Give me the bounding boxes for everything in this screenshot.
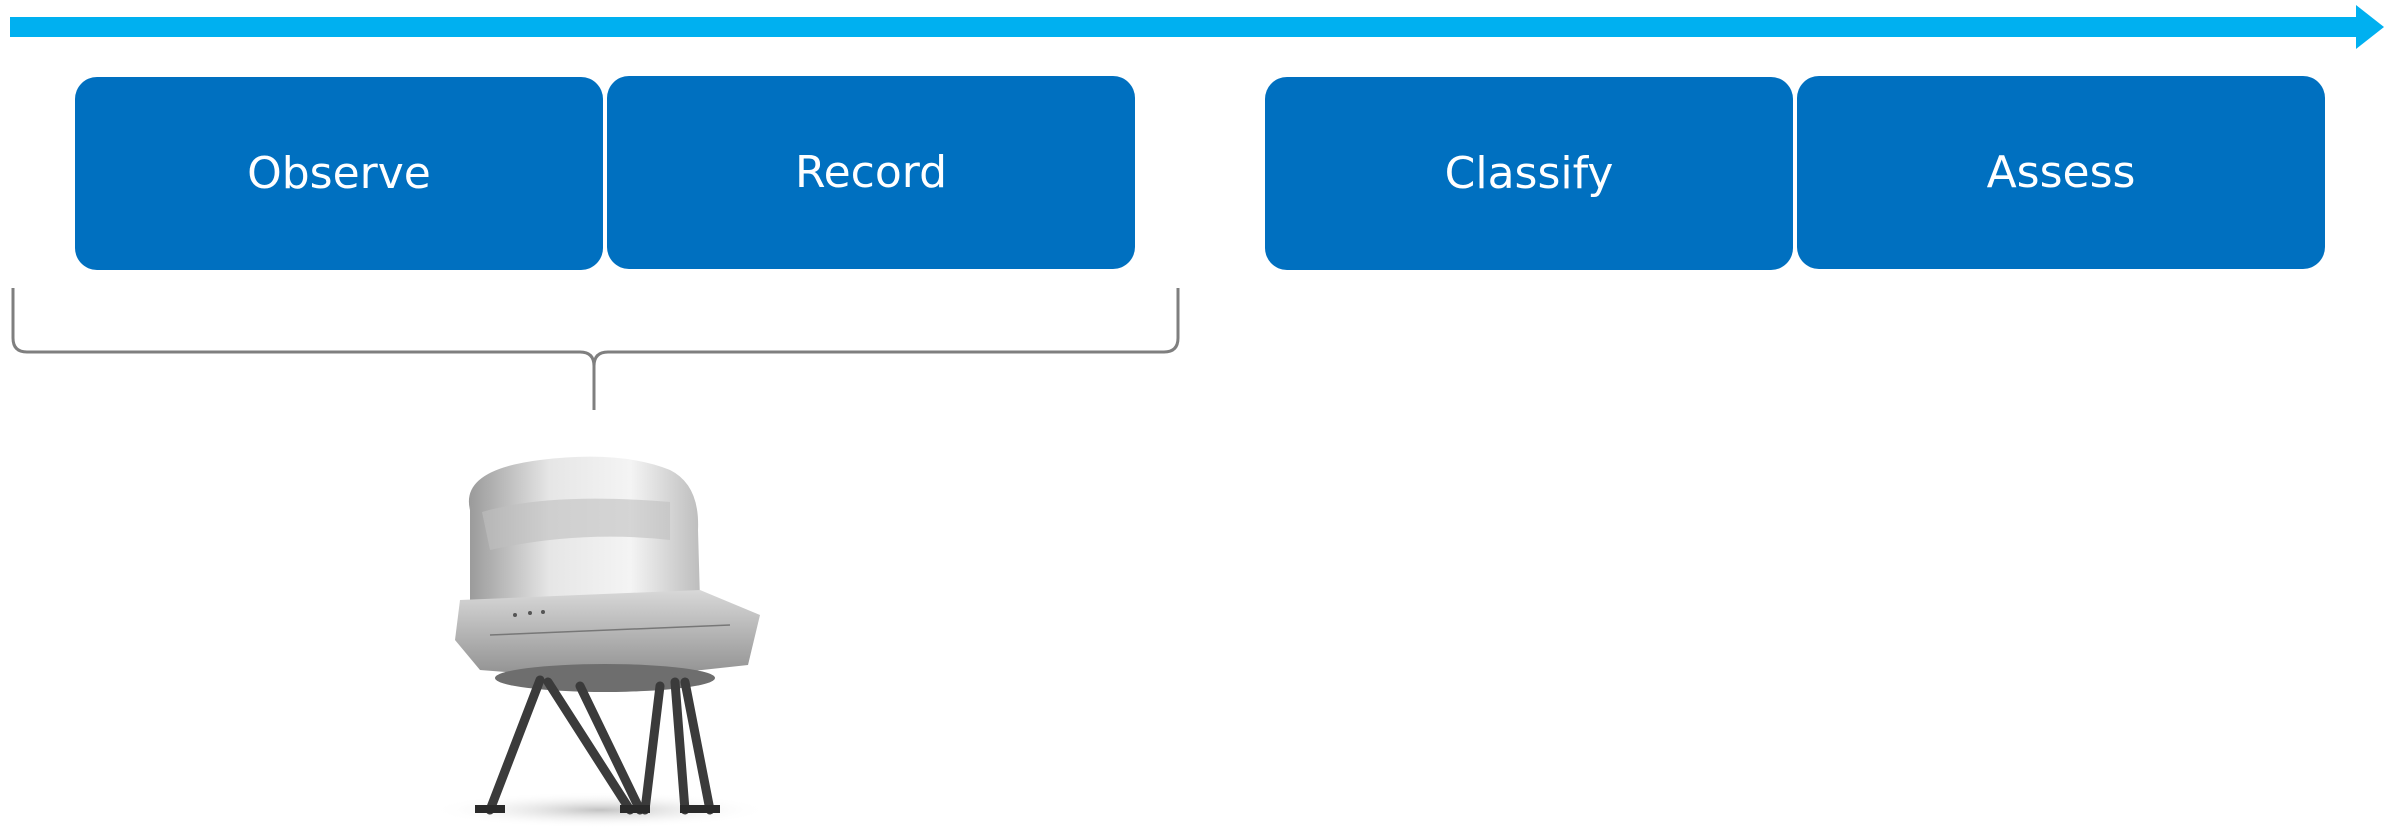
stage-classify-label: Classify	[1444, 148, 1614, 199]
stage-assess: Assess	[1797, 76, 2325, 269]
stage-record: Record	[607, 76, 1135, 269]
stage-record-label: Record	[794, 147, 948, 198]
stage-assess-label: Assess	[1986, 147, 2136, 198]
stage-observe-label: Observe	[247, 148, 431, 199]
stage-observe: Observe	[75, 77, 603, 270]
timeline-arrow	[10, 5, 2384, 49]
flight-simulator-icon	[430, 456, 770, 828]
stage-classify: Classify	[1265, 77, 1793, 270]
grouping-brace	[11, 288, 1180, 410]
